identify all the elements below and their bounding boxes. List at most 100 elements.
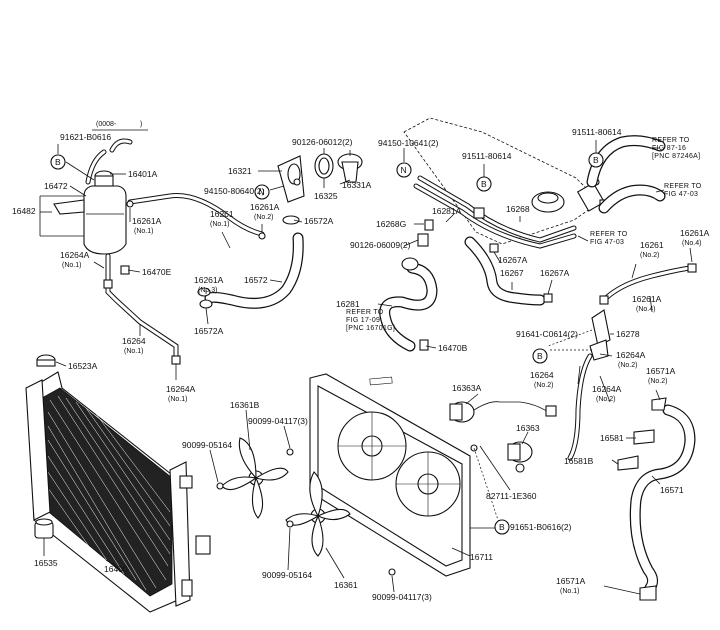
- support-cushion: [34, 518, 54, 539]
- label-91641-c0614: 91641-C0614(2): [516, 329, 578, 339]
- label-16470e: 16470E: [142, 267, 172, 277]
- label-16264a-no2b-note: (No.2): [596, 396, 615, 403]
- label-16267a-1: 16267A: [498, 255, 528, 265]
- radiator-cap: [36, 354, 56, 367]
- label-16267a-2: 16267A: [540, 268, 570, 278]
- label-16470b: 16470B: [438, 343, 468, 353]
- label-16261a-no2-note: (No.2): [254, 214, 273, 221]
- label-16264a-no2: 16264A: [616, 350, 646, 360]
- label-16264a-low: 16264A: [166, 384, 196, 394]
- label-16571a-low-note: (No.1): [560, 588, 579, 595]
- water-inlet: [277, 155, 305, 203]
- hose-16572: [197, 215, 304, 309]
- marker-b: B: [55, 157, 61, 167]
- label-16363a: 16363A: [452, 383, 482, 393]
- label-16278: 16278: [616, 329, 640, 339]
- label-91511-80614-b: 91511-80614: [572, 127, 622, 137]
- label-90126-06012: 90126-06012(2): [292, 137, 353, 147]
- label-16264: 16264: [122, 336, 146, 346]
- label-91621-b0616: 91621-B0616: [60, 132, 111, 142]
- refer-17-09-b: FIG 17-09: [346, 317, 380, 324]
- label-90099-04117-a: 90099-04117(3): [248, 416, 308, 426]
- label-16261a-no4: 16261A: [680, 228, 710, 238]
- label-16261-no2-note: (No.2): [640, 252, 659, 259]
- marker-b: B: [593, 155, 599, 165]
- marker-n: N: [401, 165, 407, 175]
- refer-47-03-b-a: REFER TO: [590, 231, 628, 238]
- fan-shroud: [309, 373, 471, 577]
- refer-47-03-a-b: FIG 47-03: [664, 191, 698, 198]
- label-16361: 16361: [334, 580, 358, 590]
- label-82711-1e360: 82711-1E360: [486, 491, 537, 501]
- marker-b: B: [499, 522, 505, 532]
- label-90126-06009: 90126-06009(2): [350, 240, 411, 250]
- refer-box: [369, 376, 393, 386]
- label-16572a-top: 16572A: [304, 216, 334, 226]
- label-16571: 16571: [660, 485, 684, 495]
- label-94150-10641: 94150-10641(2): [378, 138, 439, 148]
- label-91511-80614-a: 91511-80614: [462, 151, 512, 161]
- label-16571a-low: 16571A: [556, 576, 586, 586]
- thermostat: [337, 150, 363, 183]
- label-16261a-no4b: 16261A: [632, 294, 662, 304]
- label-16261-no1-note: (No.1): [210, 221, 229, 228]
- label-94150-80640: 94150-80640(2): [204, 186, 265, 196]
- label-16400: 16400: [104, 564, 128, 574]
- fan-motor-16363a: [449, 401, 557, 423]
- label-16261-no2: 16261: [640, 240, 664, 250]
- label-16325: 16325: [314, 191, 338, 201]
- label-16264a-top-note: (No.1): [62, 262, 81, 269]
- label-16261a-no2: 16261A: [250, 202, 280, 212]
- label-16264-no2: 16264: [530, 370, 554, 380]
- fasteners: [216, 444, 478, 576]
- label-16264a-no2-note: (No.2): [618, 362, 637, 369]
- callout-labels: 91621-B0616 (0008- ) 16401A 16472 16482 …: [12, 121, 710, 602]
- overflow-tube: [103, 253, 181, 365]
- label-16281: 16281: [336, 299, 360, 309]
- radiator: [25, 371, 211, 613]
- label-90099-05164-a: 90099-05164: [182, 440, 232, 450]
- refer-87-16-c: [PNC 87246A]: [652, 153, 700, 160]
- label-16261a-no3-note: (No.3): [198, 287, 217, 294]
- hose-16261-no2: [599, 263, 697, 305]
- refer-87-16-b: FIG 87-16: [652, 145, 686, 152]
- label-16321: 16321: [228, 166, 252, 176]
- label-90099-05164-b: 90099-05164: [262, 570, 312, 580]
- refer-47-03-b-b: FIG 47-03: [590, 239, 624, 246]
- hose-16267: [417, 207, 553, 351]
- label-0008: (0008-: [96, 121, 117, 128]
- refer-47-03-a-a: REFER TO: [664, 183, 702, 190]
- label-16261a-no1-note: (No.1): [134, 228, 153, 235]
- fan-motor-16363: [507, 441, 533, 473]
- label-16268g: 16268G: [376, 219, 406, 229]
- refer-87-16-a: REFER TO: [652, 137, 690, 144]
- label-16264a-top: 16264A: [60, 250, 90, 260]
- label-16581: 16581: [600, 433, 624, 443]
- hose-16264-no2: [567, 353, 593, 461]
- label-16571a-top: 16571A: [646, 366, 676, 376]
- label-16261a-no4b-note: (No.4): [636, 306, 655, 313]
- label-16361b: 16361B: [230, 400, 260, 410]
- label-16572: 16572: [244, 275, 268, 285]
- label-91651-b0616: 91651-B0616(2): [510, 522, 572, 532]
- label-16535: 16535: [34, 558, 58, 568]
- circle-markers: B N N B B B B: [50, 152, 604, 535]
- label-16267: 16267: [500, 268, 524, 278]
- fan-16361b: [221, 437, 289, 519]
- label-16261a-no3: 16261A: [194, 275, 224, 285]
- label-90099-04117-b: 90099-04117(3): [372, 592, 432, 602]
- label-0008-end: ): [140, 121, 142, 128]
- marker-b: B: [481, 179, 487, 189]
- label-16264a-low-note: (No.1): [168, 396, 187, 403]
- label-16261a-no1: 16261A: [132, 216, 162, 226]
- label-16571a-top-note: (No.2): [648, 378, 667, 385]
- fan-16361: [285, 471, 351, 557]
- label-16401a: 16401A: [128, 169, 158, 179]
- marker-b: B: [537, 351, 543, 361]
- clamps-16581: [617, 429, 655, 471]
- label-16261a-no4-note: (No.4): [682, 240, 701, 247]
- reservoir-tank: [53, 138, 266, 255]
- marker-n: N: [259, 187, 265, 197]
- label-16363: 16363: [516, 423, 540, 433]
